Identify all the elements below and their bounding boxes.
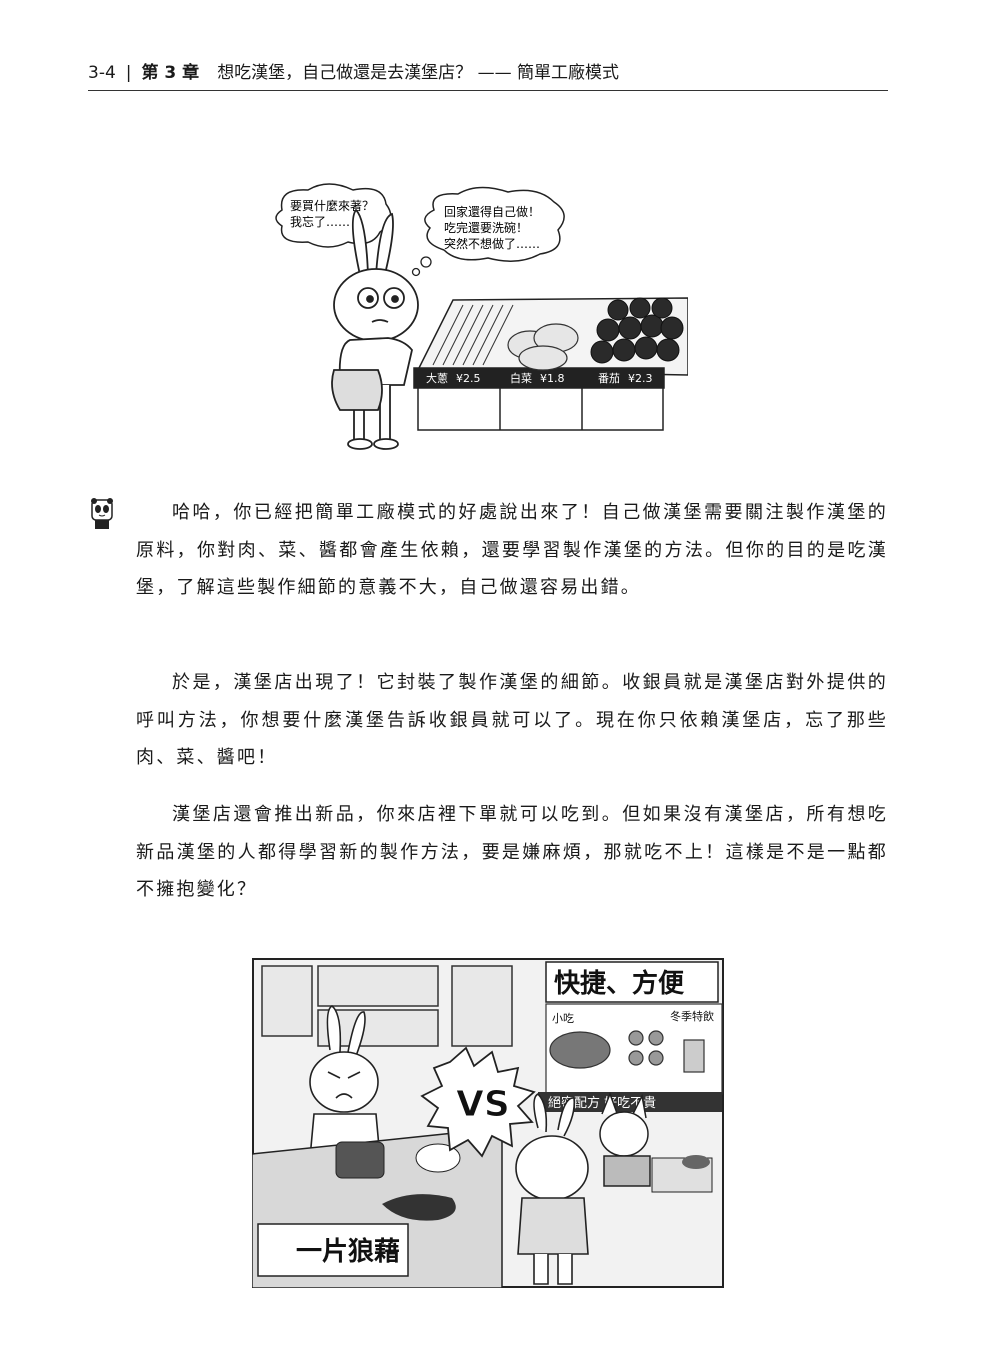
cabbage-pile bbox=[507, 323, 579, 371]
kitchen-cabinets bbox=[261, 965, 513, 1047]
price-tag-cabbage-name: 白菜 bbox=[510, 371, 532, 385]
page-header: 3-4 | 第 3 章想吃漢堡，自己做還是去漢堡店？ —— 簡單工廠模式 bbox=[88, 60, 888, 91]
price-tag-cabbage-price: ¥1.8 bbox=[540, 372, 565, 385]
panda-icon bbox=[91, 498, 113, 529]
label-right-box bbox=[545, 961, 719, 1003]
menu-board bbox=[545, 1003, 723, 1095]
label-left: 一片狼藉 bbox=[296, 1236, 400, 1267]
cashier-character bbox=[599, 1091, 651, 1187]
label-left-box bbox=[257, 1223, 409, 1277]
rabbit-character bbox=[331, 208, 419, 450]
price-tag-tomato-name: 番茄 bbox=[598, 371, 620, 385]
vs-burst bbox=[420, 1046, 536, 1158]
label-right: 快捷、方便 bbox=[554, 968, 685, 999]
price-tag-onion-name: 大蔥 bbox=[426, 371, 448, 385]
bubble-left-line1: 要買什麼來著？ bbox=[290, 198, 374, 213]
chapter-title: 想吃漢堡，自己做還是去漢堡店？ —— 簡單工廠模式 bbox=[217, 63, 619, 83]
price-tag-onion-price: ¥2.5 bbox=[456, 372, 481, 385]
illustration-vegetable-stall: 要買什麼來著？ 我忘了…… 回家還得自己做！ 吃完還要洗碗！ 突然不想做了…… bbox=[275, 183, 688, 450]
spilled-sauce bbox=[415, 1143, 461, 1173]
illustration-kitchen-vs-burger-shop: 一片狼藉 VS 快捷、方便 小吃 冬季特飲 絕密配方 好吃不貴 bbox=[252, 958, 724, 1288]
customer-rabbit bbox=[515, 1093, 589, 1285]
price-tag-tomato-price: ¥2.3 bbox=[628, 372, 653, 385]
burger bbox=[682, 1155, 710, 1169]
header-separator: | bbox=[125, 63, 132, 83]
onion-pile bbox=[432, 304, 514, 366]
tomato-pile bbox=[590, 297, 684, 364]
shop-banner-text: 絕密配方 好吃不貴 bbox=[548, 1095, 656, 1111]
vs-text: VS bbox=[456, 1084, 510, 1125]
menu-seasonal: 冬季特飲 bbox=[670, 1009, 714, 1023]
chapter-label: 第 3 章 bbox=[141, 63, 200, 83]
shop-banner bbox=[538, 1092, 722, 1112]
paragraph-2: 於是，漢堡店出現了！它封裝了製作漢堡的細節。收銀員就是漢堡店對外提供的呼叫方法，… bbox=[136, 672, 888, 768]
meat-on-board bbox=[335, 1141, 385, 1179]
bubble-right-line1: 回家還得自己做！ bbox=[444, 204, 540, 219]
spill-mess bbox=[382, 1194, 456, 1221]
thought-bubble-right bbox=[424, 186, 565, 262]
bubble-right-line3: 突然不想做了…… bbox=[444, 236, 540, 251]
menu-snack: 小吃 bbox=[552, 1012, 574, 1025]
bubble-left-line2: 我忘了…… bbox=[290, 214, 350, 229]
page-number: 3-4 bbox=[88, 63, 116, 83]
paragraph-3: 漢堡店還會推出新品，你來店裡下單就可以吃到。但如果沒有漢堡店，所有想吃新品漢堡的… bbox=[136, 804, 888, 900]
paragraph-1: 哈哈，你已經把簡單工廠模式的好處說出來了！自己做漢堡需要關注製作漢堡的原料，你對… bbox=[136, 502, 888, 598]
bubble-right-line2: 吃完還要洗碗！ bbox=[444, 220, 528, 235]
